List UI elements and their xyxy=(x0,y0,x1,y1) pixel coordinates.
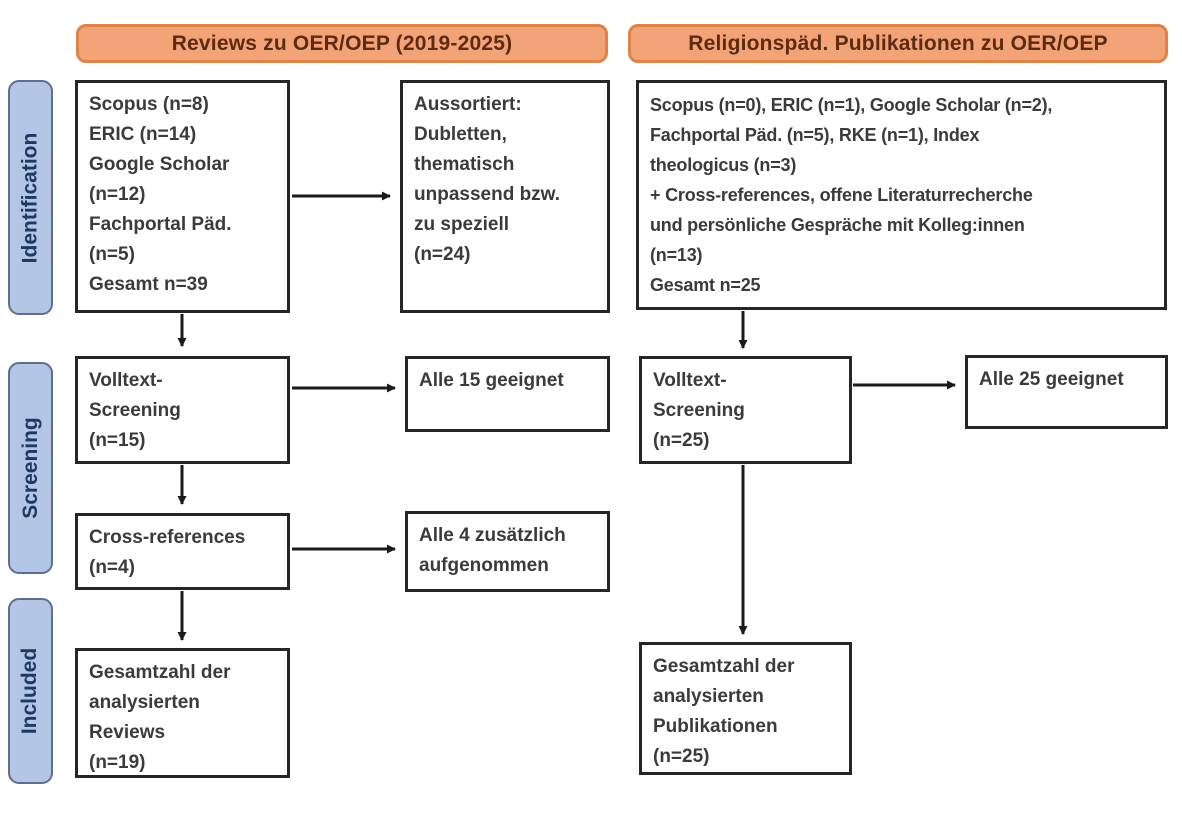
column-header-religionspaed: Religionspäd. Publikationen zu OER/OEP xyxy=(628,24,1168,63)
stage-label-included: Included xyxy=(8,598,53,784)
stage-label-included-text: Included xyxy=(18,647,42,735)
stage-label-screening: Screening xyxy=(8,362,53,574)
stage-label-screening-text: Screening xyxy=(18,417,42,519)
stage-label-identification: Identification xyxy=(8,80,53,315)
box-left-fulltext-result: Alle 15 geeignet xyxy=(405,356,610,432)
box-left-excluded: Aussortiert: Dubletten, thematisch unpas… xyxy=(400,80,610,313)
box-left-crossref-result: Alle 4 zusätzlich aufgenommen xyxy=(405,511,610,592)
box-right-fulltext-result: Alle 25 geeignet xyxy=(965,355,1168,429)
box-right-sources: Scopus (n=0), ERIC (n=1), Google Scholar… xyxy=(636,80,1167,310)
box-right-fulltext-screening: Volltext- Screening (n=25) xyxy=(639,356,852,464)
box-left-included-total: Gesamtzahl der analysierten Reviews (n=1… xyxy=(75,648,290,778)
box-left-sources: Scopus (n=8) ERIC (n=14) Google Scholar … xyxy=(75,80,290,313)
box-left-crossreferences: Cross-references (n=4) xyxy=(75,513,290,590)
column-header-reviews: Reviews zu OER/OEP (2019-2025) xyxy=(76,24,608,63)
box-right-included-total: Gesamtzahl der analysierten Publikatione… xyxy=(639,642,852,775)
stage-label-identification-text: Identification xyxy=(18,132,42,263)
box-left-fulltext-screening: Volltext- Screening (n=15) xyxy=(75,356,290,464)
